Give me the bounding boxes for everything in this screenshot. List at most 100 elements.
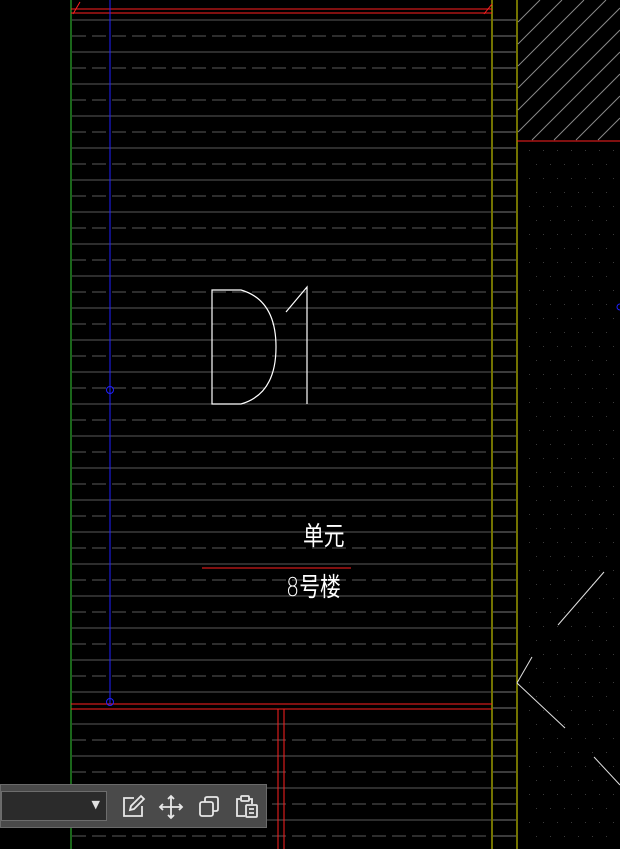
fill-dot — [536, 388, 537, 389]
fill-dot — [599, 262, 600, 263]
fill-dot — [543, 794, 544, 795]
fill-dot — [578, 416, 579, 417]
fill-dot — [557, 710, 558, 711]
fill-dot — [564, 556, 565, 557]
fill-dot — [578, 220, 579, 221]
fill-dot — [578, 640, 579, 641]
fill-dot — [529, 430, 530, 431]
fill-dot — [592, 388, 593, 389]
fill-dot — [529, 626, 530, 627]
fill-dot — [557, 542, 558, 543]
fill-dot — [585, 738, 586, 739]
fill-dot — [529, 710, 530, 711]
fill-dot — [564, 696, 565, 697]
fill-dot — [543, 626, 544, 627]
wall-hatch — [493, 19, 516, 837]
fill-dot — [550, 584, 551, 585]
fill-dot — [606, 836, 607, 837]
fill-dot — [564, 276, 565, 277]
fill-dot — [543, 738, 544, 739]
diagonal-hatch-pattern — [517, 0, 620, 141]
copy-tool-button[interactable] — [194, 792, 224, 822]
layer-dropdown[interactable]: ▼ — [1, 791, 107, 821]
fill-dot — [606, 220, 607, 221]
fill-dot — [571, 374, 572, 375]
fill-dot — [613, 262, 614, 263]
hatch-line — [597, 117, 620, 141]
fill-dot — [529, 766, 530, 767]
fill-dot — [606, 276, 607, 277]
fill-dot — [564, 724, 565, 725]
fill-dot — [550, 500, 551, 501]
fill-dot — [536, 752, 537, 753]
fill-dot — [564, 472, 565, 473]
paste-icon — [236, 795, 258, 818]
fill-dot — [550, 752, 551, 753]
fill-dot — [557, 234, 558, 235]
fill-dot — [571, 598, 572, 599]
fill-dot — [550, 696, 551, 697]
fill-dot — [578, 304, 579, 305]
fill-dot — [536, 500, 537, 501]
fill-dot — [585, 654, 586, 655]
fill-dot — [564, 248, 565, 249]
hatch-line — [575, 95, 620, 141]
fill-dot — [557, 290, 558, 291]
fill-dot — [564, 752, 565, 753]
axis-grip[interactable] — [616, 303, 620, 311]
fill-dot — [606, 556, 607, 557]
fill-dot — [592, 500, 593, 501]
fill-dot — [613, 318, 614, 319]
fill-dot — [536, 360, 537, 361]
fill-dot — [585, 458, 586, 459]
fill-dot — [536, 668, 537, 669]
fill-dot — [592, 360, 593, 361]
fill-dot — [571, 738, 572, 739]
fill-dot — [592, 416, 593, 417]
fill-dot — [557, 626, 558, 627]
move-tool-button[interactable] — [156, 792, 186, 822]
axis-grip[interactable] — [106, 386, 114, 394]
fill-dot — [578, 164, 579, 165]
fill-dot — [599, 234, 600, 235]
fill-dot — [606, 528, 607, 529]
fill-dot — [585, 318, 586, 319]
fill-dot — [543, 822, 544, 823]
fill-dot — [578, 808, 579, 809]
fill-dot — [557, 766, 558, 767]
fill-dot — [571, 178, 572, 179]
fill-dot — [585, 514, 586, 515]
fill-dot — [578, 192, 579, 193]
fill-dot — [571, 766, 572, 767]
axis-grip[interactable] — [106, 698, 114, 706]
room-tag-d1[interactable] — [211, 285, 308, 405]
building-label[interactable]: 8号楼 — [286, 573, 341, 603]
fill-dot — [585, 234, 586, 235]
fill-dot — [564, 220, 565, 221]
fill-dot — [557, 458, 558, 459]
fill-dot — [571, 430, 572, 431]
fill-dot — [613, 290, 614, 291]
fill-dot — [585, 374, 586, 375]
floor-hatch-pattern — [72, 19, 491, 837]
fill-dot — [536, 696, 537, 697]
fill-dot — [536, 612, 537, 613]
fill-dot — [571, 542, 572, 543]
fill-dot — [536, 332, 537, 333]
chevron-down-icon[interactable]: ▼ — [91, 798, 100, 811]
fill-dot — [613, 346, 614, 347]
fill-dot — [557, 794, 558, 795]
fill-dot — [592, 276, 593, 277]
fill-dot — [571, 290, 572, 291]
unit-label[interactable]: 单元 — [303, 522, 345, 552]
fill-dot — [613, 234, 614, 235]
fill-dot — [592, 444, 593, 445]
fill-dot — [571, 402, 572, 403]
fill-dot — [585, 486, 586, 487]
paste-tool-button[interactable] — [231, 792, 261, 822]
fill-dot — [606, 332, 607, 333]
dotted-fill-pattern — [529, 150, 614, 837]
edit-tool-button[interactable] — [118, 792, 148, 822]
fill-dot — [536, 192, 537, 193]
